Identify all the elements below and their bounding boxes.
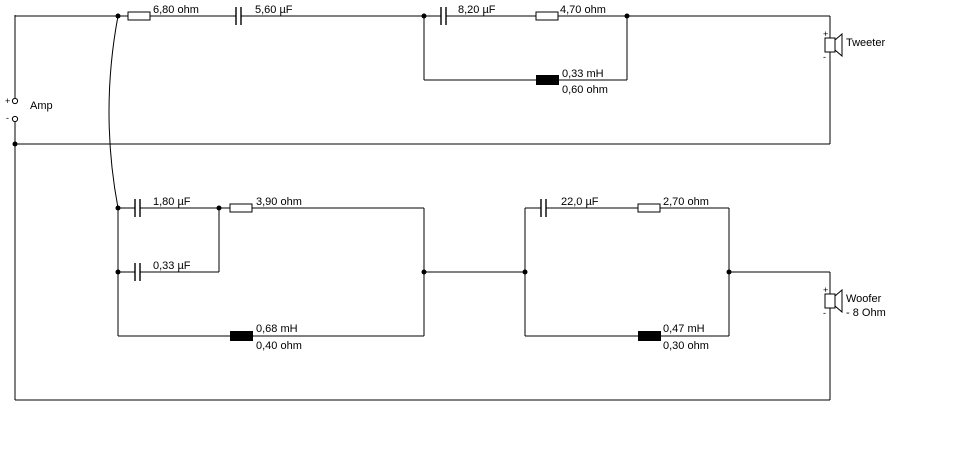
woofer-speaker-icon — [824, 293, 836, 309]
tweeter-plus-sign: + — [823, 29, 828, 39]
label-resistor-4-70: 4,70 ohm — [560, 4, 606, 16]
amp-minus-sign: - — [6, 113, 9, 123]
label-inductor-0-33: 0,33 mH — [562, 68, 604, 80]
label-resistor-2-70: 2,70 ohm — [663, 196, 709, 208]
junction-dot — [115, 269, 121, 275]
woofer-label-impedance: - 8 Ohm — [846, 307, 886, 319]
junction-dot — [421, 13, 427, 19]
resistor-4-70 — [535, 11, 559, 21]
resistor-3-90 — [229, 203, 253, 213]
tweeter-section: 6,80 ohm 5,60 µF 8,20 µF 4,70 ohm 0,33 m… — [15, 4, 885, 145]
junction-dot — [12, 141, 18, 147]
junction-dot — [115, 13, 121, 19]
inductor-0-33 — [536, 75, 559, 85]
amp-minus-terminal — [11, 115, 19, 123]
label-inductor-0-47: 0,47 mH — [663, 323, 705, 335]
woofer-plus-sign: + — [823, 285, 828, 295]
label-cap-22-0: 22,0 µF — [561, 196, 599, 208]
woofer-section: 1,80 µF 3,90 ohm 0,33 µF 0,68 mH 0,40 oh… — [15, 196, 886, 401]
woofer-label: Woofer — [846, 293, 882, 305]
label-inductor-0-47-resistance: 0,30 ohm — [663, 340, 709, 352]
tweeter-label: Tweeter — [846, 37, 885, 49]
inductor-0-68 — [230, 331, 253, 341]
woofer-cone-icon — [834, 288, 843, 314]
woofer-minus-sign: - — [823, 308, 826, 318]
junction-dot — [624, 13, 630, 19]
label-resistor-3-90: 3,90 ohm — [256, 196, 302, 208]
tweeter-cone-icon — [834, 32, 843, 58]
junctions — [12, 13, 732, 275]
label-cap-5-60: 5,60 µF — [255, 4, 293, 16]
junction-dot — [216, 205, 222, 211]
junction-dot — [726, 269, 732, 275]
label-cap-8-20: 8,20 µF — [458, 4, 496, 16]
amp-label: Amp — [30, 100, 53, 112]
junction-dot — [522, 269, 528, 275]
resistor-6-80 — [127, 11, 151, 21]
amp-terminals: + - Amp — [5, 15, 53, 400]
label-cap-0-33: 0,33 µF — [153, 260, 191, 272]
wire-woofer-feed — [108, 15, 119, 209]
label-inductor-0-33-resistance: 0,60 ohm — [562, 84, 608, 96]
tweeter-speaker-icon — [824, 37, 836, 53]
amp-plus-terminal — [11, 97, 19, 105]
label-inductor-0-68-resistance: 0,40 ohm — [256, 340, 302, 352]
inductor-0-47 — [638, 331, 661, 341]
resistor-2-70 — [637, 203, 661, 213]
label-cap-1-80: 1,80 µF — [153, 196, 191, 208]
label-inductor-0-68: 0,68 mH — [256, 323, 298, 335]
amp-plus-sign: + — [5, 96, 10, 106]
junction-dot — [421, 269, 427, 275]
junction-dot — [115, 205, 121, 211]
label-resistor-6-80: 6,80 ohm — [153, 4, 199, 16]
tweeter-minus-sign: - — [823, 52, 826, 62]
